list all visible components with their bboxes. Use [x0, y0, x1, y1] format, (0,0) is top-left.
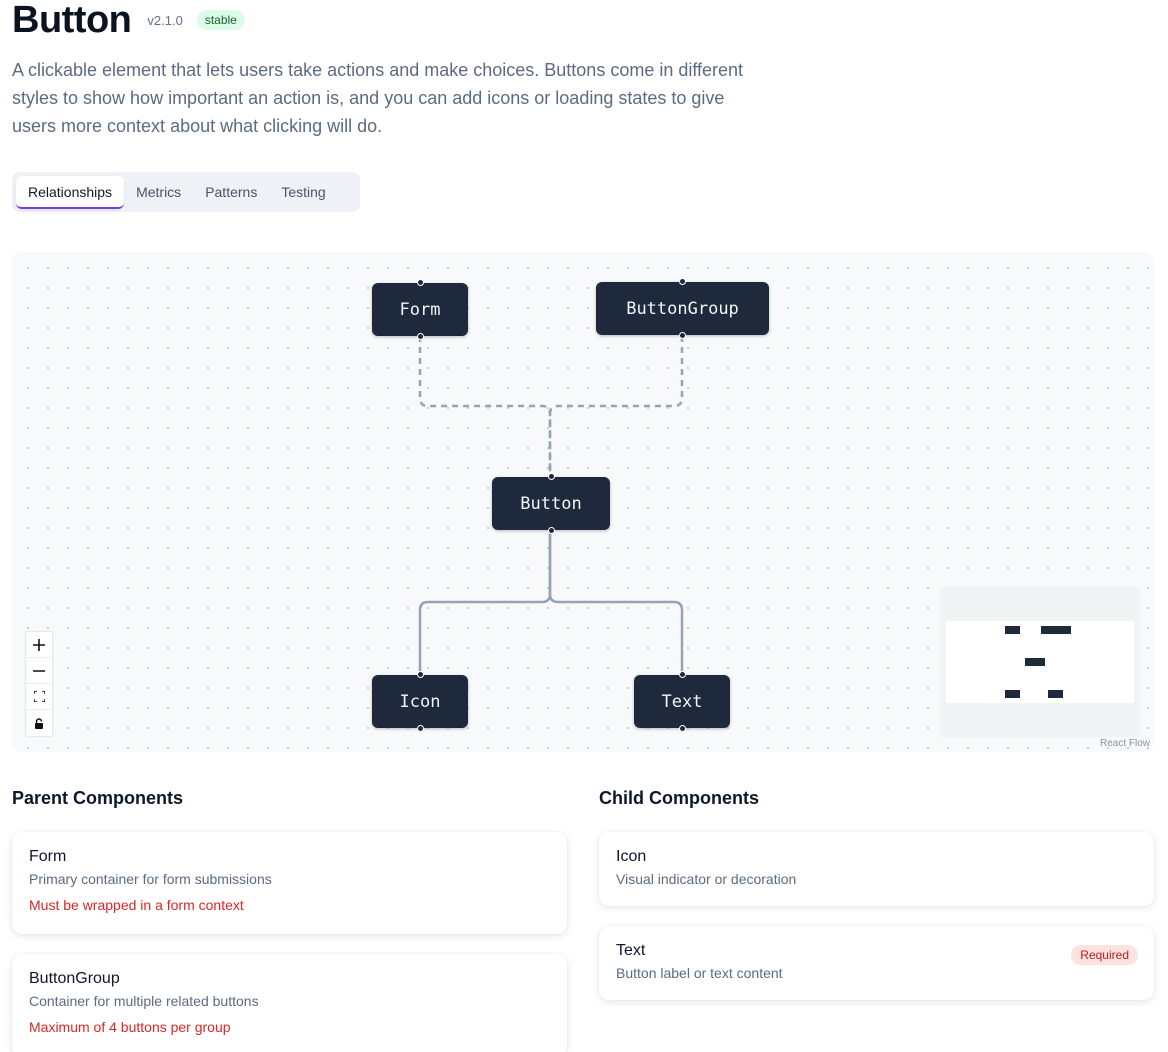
card-name: Icon [616, 848, 647, 865]
handle-top[interactable] [416, 671, 424, 678]
handle-bottom[interactable] [416, 725, 424, 732]
flow-controls [26, 632, 52, 736]
graph-edges [418, 336, 684, 675]
fit-view-icon [33, 691, 45, 702]
page-header: Button v2.1.0 stable [12, 0, 245, 41]
card-description: Button label or text content [616, 965, 783, 981]
edge-button-text [548, 530, 684, 675]
card-description: Container for multiple related buttons [29, 993, 259, 1009]
handle-top[interactable] [416, 279, 424, 286]
version-label: v2.1.0 [147, 12, 183, 28]
node-buttongroup[interactable]: ButtonGroup [596, 278, 769, 339]
minimap-viewport [946, 621, 1134, 703]
card-constraint: Maximum of 4 buttons per group [29, 1019, 231, 1035]
zoom-out-button[interactable] [26, 658, 52, 684]
minimap-node-button [1025, 658, 1045, 666]
handle-bottom[interactable] [547, 527, 555, 534]
card-description: Visual indicator or decoration [616, 871, 797, 887]
parent-card-form[interactable]: Form Primary container for form submissi… [12, 832, 567, 934]
component-description: A clickable element that lets users take… [12, 60, 744, 136]
lock-icon [35, 717, 43, 729]
node-label: Form [399, 299, 441, 320]
minimap-node-buttongroup [1041, 626, 1071, 634]
minimap-node-form [1005, 626, 1020, 634]
card-constraint: Must be wrapped in a form context [29, 897, 244, 913]
edge-button-icon [418, 530, 552, 675]
minus-icon [33, 669, 45, 672]
node-label: ButtonGroup [626, 298, 739, 319]
node-label: Text [661, 691, 703, 712]
tab-metrics[interactable]: Metrics [136, 184, 182, 200]
zoom-in-button[interactable] [26, 632, 52, 658]
parent-card-buttongroup[interactable]: ButtonGroup Container for multiple relat… [12, 954, 567, 1052]
parent-components-title: Parent Components [12, 788, 184, 808]
minimap-node-text [1048, 690, 1063, 698]
plus-icon [33, 638, 45, 651]
node-button[interactable]: Button [492, 473, 610, 534]
edge-form-button [418, 336, 552, 477]
fit-view-button[interactable] [26, 684, 52, 710]
node-label: Button [520, 493, 582, 514]
handle-top[interactable] [678, 671, 686, 678]
handle-bottom[interactable] [678, 725, 686, 732]
handle-bottom[interactable] [416, 333, 424, 340]
child-card-text[interactable]: Text Button label or text content Requir… [599, 926, 1154, 1000]
edge-buttongroup-button [548, 336, 684, 477]
tab-bar: Relationships Metrics Patterns Testing [12, 172, 360, 212]
card-name: Form [29, 848, 67, 865]
tab-patterns[interactable]: Patterns [205, 184, 258, 200]
tab-testing[interactable]: Testing [281, 184, 326, 200]
status-badge: stable [196, 10, 245, 30]
required-badge: Required [1071, 945, 1138, 965]
node-icon[interactable]: Icon [372, 671, 468, 732]
tab-relationships[interactable]: Relationships [16, 175, 125, 209]
card-description: Primary container for form submissions [29, 871, 272, 887]
handle-top[interactable] [547, 473, 555, 480]
handle-top[interactable] [679, 278, 686, 285]
minimap-node-icon [1005, 690, 1020, 698]
node-form[interactable]: Form [372, 279, 468, 340]
card-name: ButtonGroup [29, 970, 120, 987]
relationship-graph-canvas[interactable]: Form ButtonGroup Button Icon Text [12, 252, 1154, 752]
handle-bottom[interactable] [679, 332, 686, 339]
page-title: Button [12, 0, 132, 41]
node-label: Icon [399, 691, 441, 712]
child-components-title: Child Components [599, 788, 759, 808]
child-card-icon[interactable]: Icon Visual indicator or decoration [599, 832, 1154, 906]
react-flow-attribution[interactable]: React Flow [1099, 738, 1150, 749]
node-text[interactable]: Text [634, 671, 730, 732]
card-name: Text [616, 942, 646, 959]
minimap[interactable] [940, 587, 1140, 737]
lock-button[interactable] [26, 710, 52, 736]
